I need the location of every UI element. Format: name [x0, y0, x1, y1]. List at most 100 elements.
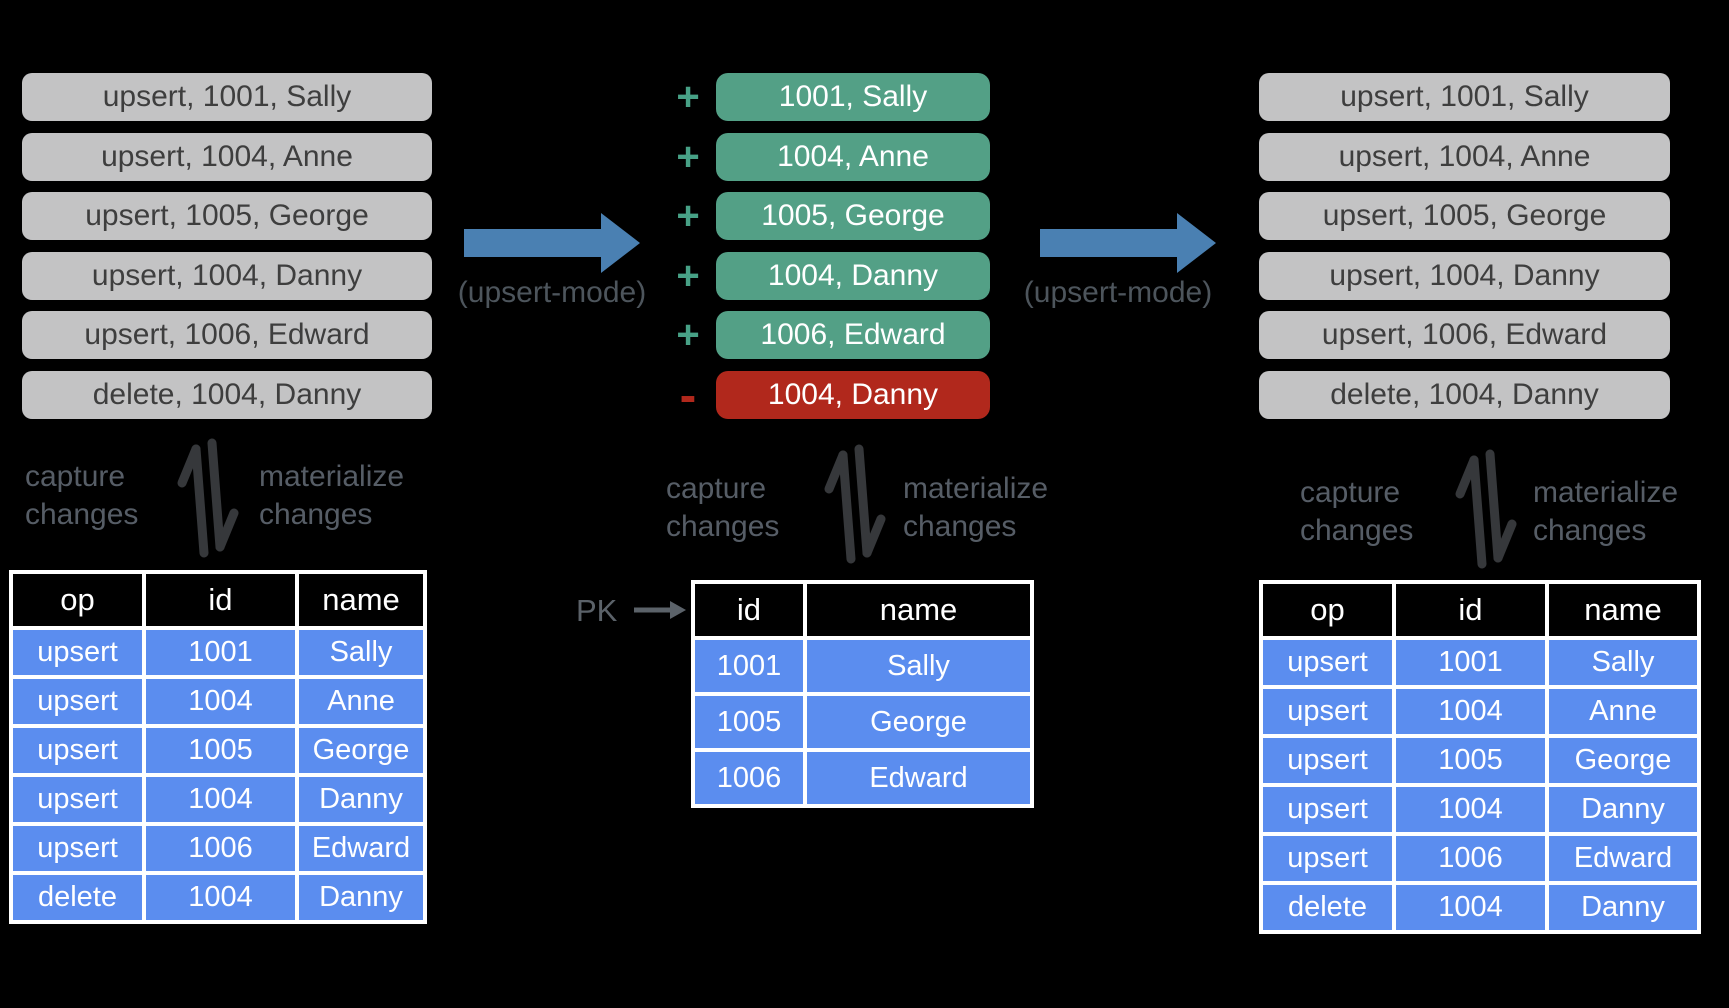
table-cell: delete	[1259, 881, 1396, 934]
log-row: delete, 1004, Danny	[1259, 370, 1670, 419]
table-row: 1006 Edward	[691, 748, 1034, 808]
log-row: upsert, 1001, Sally	[1259, 73, 1670, 121]
label-line: changes	[259, 498, 373, 531]
table-cell: 1004	[142, 675, 299, 728]
plus-icon: +	[676, 253, 700, 298]
table-cell: Danny	[295, 773, 427, 826]
change-row: + 1005, George	[660, 192, 990, 240]
table-cell: upsert	[9, 724, 146, 777]
table-cell: upsert	[9, 626, 146, 679]
table-cell: Danny	[1545, 783, 1701, 836]
label-line: changes	[1533, 514, 1647, 547]
table-row: delete 1004 Danny	[1259, 881, 1701, 934]
table-cell: 1001	[1392, 636, 1549, 689]
capture-changes-label: capture changes	[666, 470, 779, 546]
column-header: name	[803, 580, 1034, 640]
log-row: upsert, 1001, Sally	[22, 73, 432, 121]
plus-icon: +	[676, 194, 700, 238]
capture-materialize-arrows-icon	[1455, 449, 1517, 569]
change-log-left: upsert, 1001, Sally upsert, 1004, Anne u…	[22, 73, 432, 419]
table-cell: upsert	[1259, 685, 1396, 738]
label-line: materialize	[903, 472, 1049, 505]
table-row: upsert 1004 Anne	[9, 675, 427, 728]
table-row: upsert 1004 Anne	[1259, 685, 1701, 738]
table-cell: 1006	[142, 822, 299, 875]
table-cell: 1004	[142, 773, 299, 826]
label-line: capture	[25, 460, 126, 493]
table-cell: 1001	[691, 636, 807, 696]
source-table-left: op id name upsert 1001 Sally upsert 1004…	[9, 570, 427, 924]
materialize-changes-label: materialize changes	[259, 458, 404, 534]
table-cell: Sally	[1545, 636, 1701, 689]
table-cell: Danny	[295, 871, 427, 924]
label-line: changes	[666, 510, 780, 543]
table-cell: Edward	[295, 822, 427, 875]
label-line: materialize	[259, 460, 405, 493]
table-cell: upsert	[9, 822, 146, 875]
change-row-add: 1004, Danny	[716, 251, 990, 300]
table-cell: upsert	[1259, 783, 1396, 836]
upsert-mode-label: (upsert-mode)	[457, 276, 647, 309]
primary-key-label: PK	[576, 593, 618, 628]
log-row: delete, 1004, Danny	[22, 370, 432, 419]
plus-icon: +	[676, 75, 700, 119]
label-line: capture	[1300, 476, 1401, 509]
table-row: upsert 1005 George	[1259, 734, 1701, 787]
table-row: upsert 1001 Sally	[1259, 636, 1701, 689]
label-line: changes	[1300, 514, 1414, 547]
table-cell: 1005	[1392, 734, 1549, 787]
materialized-table-middle: id name 1001 Sally 1005 George 1006 Edwa…	[691, 580, 1034, 808]
table-cell: Edward	[1545, 832, 1701, 885]
table-cell: George	[295, 724, 427, 777]
table-cell: upsert	[1259, 636, 1396, 689]
materialize-changes-label: materialize changes	[1533, 474, 1678, 550]
label-line: changes	[903, 510, 1017, 543]
change-row: + 1001, Sally	[660, 73, 990, 121]
plus-icon: +	[676, 134, 700, 179]
change-row: + 1006, Edward	[660, 311, 990, 359]
table-cell: Sally	[295, 626, 427, 679]
table-row: upsert 1005 George	[9, 724, 427, 777]
change-row-add: 1006, Edward	[716, 311, 990, 359]
table-row: 1001 Sally	[691, 636, 1034, 696]
table-row: upsert 1006 Edward	[1259, 832, 1701, 885]
log-row: upsert, 1006, Edward	[22, 311, 432, 359]
column-header: op	[9, 570, 146, 630]
plus-icon: +	[676, 313, 700, 357]
table-cell: upsert	[1259, 832, 1396, 885]
table-header-row: id name	[691, 580, 1034, 640]
log-row: upsert, 1005, George	[22, 192, 432, 240]
table-cell: 1004	[1392, 783, 1549, 836]
table-cell: George	[1545, 734, 1701, 787]
table-cell: 1001	[142, 626, 299, 679]
log-row: upsert, 1004, Danny	[1259, 251, 1670, 300]
table-cell: George	[803, 692, 1034, 752]
change-row: + 1004, Danny	[660, 251, 990, 300]
source-table-right: op id name upsert 1001 Sally upsert 1004…	[1259, 580, 1701, 934]
changelog-stream: + 1001, Sally + 1004, Anne + 1005, Georg…	[660, 73, 990, 420]
capture-materialize-arrows-icon	[824, 444, 886, 564]
table-cell: Anne	[295, 675, 427, 728]
table-cell: 1004	[1392, 881, 1549, 934]
log-row: upsert, 1006, Edward	[1259, 311, 1670, 359]
table-row: upsert 1006 Edward	[9, 822, 427, 875]
change-row: + 1004, Anne	[660, 132, 990, 181]
table-row: 1005 George	[691, 692, 1034, 752]
change-row-add: 1005, George	[716, 192, 990, 240]
materialize-changes-label: materialize changes	[903, 470, 1048, 546]
table-cell: upsert	[9, 773, 146, 826]
upsert-mode-arrow-right	[1040, 213, 1216, 273]
log-row: upsert, 1004, Anne	[22, 132, 432, 181]
upsert-mode-label: (upsert-mode)	[1023, 276, 1213, 309]
table-cell: 1005	[142, 724, 299, 777]
column-header: id	[142, 570, 299, 630]
column-header: name	[295, 570, 427, 630]
capture-changes-label: capture changes	[25, 458, 138, 534]
change-log-right: upsert, 1001, Sally upsert, 1004, Anne u…	[1259, 73, 1670, 419]
change-row: - 1004, Danny	[660, 370, 990, 420]
change-row-remove: 1004, Danny	[716, 370, 990, 419]
table-cell: Danny	[1545, 881, 1701, 934]
column-header: op	[1259, 580, 1396, 640]
column-header: id	[1392, 580, 1549, 640]
